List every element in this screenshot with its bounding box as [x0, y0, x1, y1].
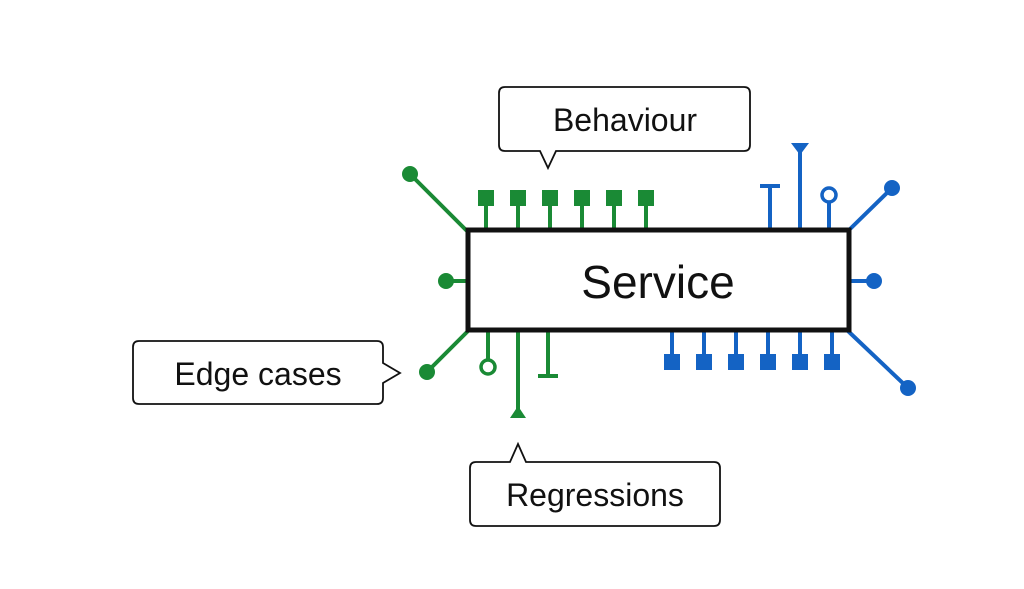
edge-case-diagonal-top: [402, 166, 470, 234]
blue-interface-connectors: [664, 143, 916, 396]
interface-pin: [792, 330, 808, 370]
edge-case-left: [438, 273, 468, 289]
behaviour-pins: [478, 190, 654, 230]
interface-diagonal-top: [846, 180, 900, 233]
interface-t-pin: [760, 184, 780, 230]
behaviour-label: Behaviour: [553, 102, 697, 138]
interface-pin: [664, 330, 680, 370]
interface-diagonal-bottom: [846, 329, 916, 396]
interface-triangle-pin: [791, 143, 809, 230]
interface-pin: [824, 330, 840, 370]
green-test-connectors: [402, 166, 654, 418]
behaviour-callout: Behaviour: [498, 86, 751, 171]
edge-cases-callout: Edge cases: [132, 340, 402, 405]
regression-triangle-pin: [510, 330, 526, 418]
behaviour-pin: [478, 190, 494, 230]
edge-case-diagonal-bottom: [419, 327, 472, 380]
interface-pins: [664, 330, 840, 370]
service-box: Service: [465, 227, 852, 333]
interface-pin: [760, 330, 776, 370]
regressions-callout: Regressions: [469, 441, 721, 527]
behaviour-pin: [606, 190, 622, 230]
service-title: Service: [581, 256, 734, 308]
behaviour-pin: [638, 190, 654, 230]
interface-hollow-pin: [820, 186, 838, 230]
regression-t-pin: [538, 330, 558, 378]
regressions-label: Regressions: [506, 477, 684, 513]
behaviour-pin: [510, 190, 526, 230]
interface-right: [850, 273, 882, 289]
interface-pin: [728, 330, 744, 370]
behaviour-pin: [574, 190, 590, 230]
interface-pin: [696, 330, 712, 370]
edge-cases-label: Edge cases: [174, 356, 341, 392]
behaviour-pin: [542, 190, 558, 230]
regression-hollow-pin: [479, 330, 497, 376]
